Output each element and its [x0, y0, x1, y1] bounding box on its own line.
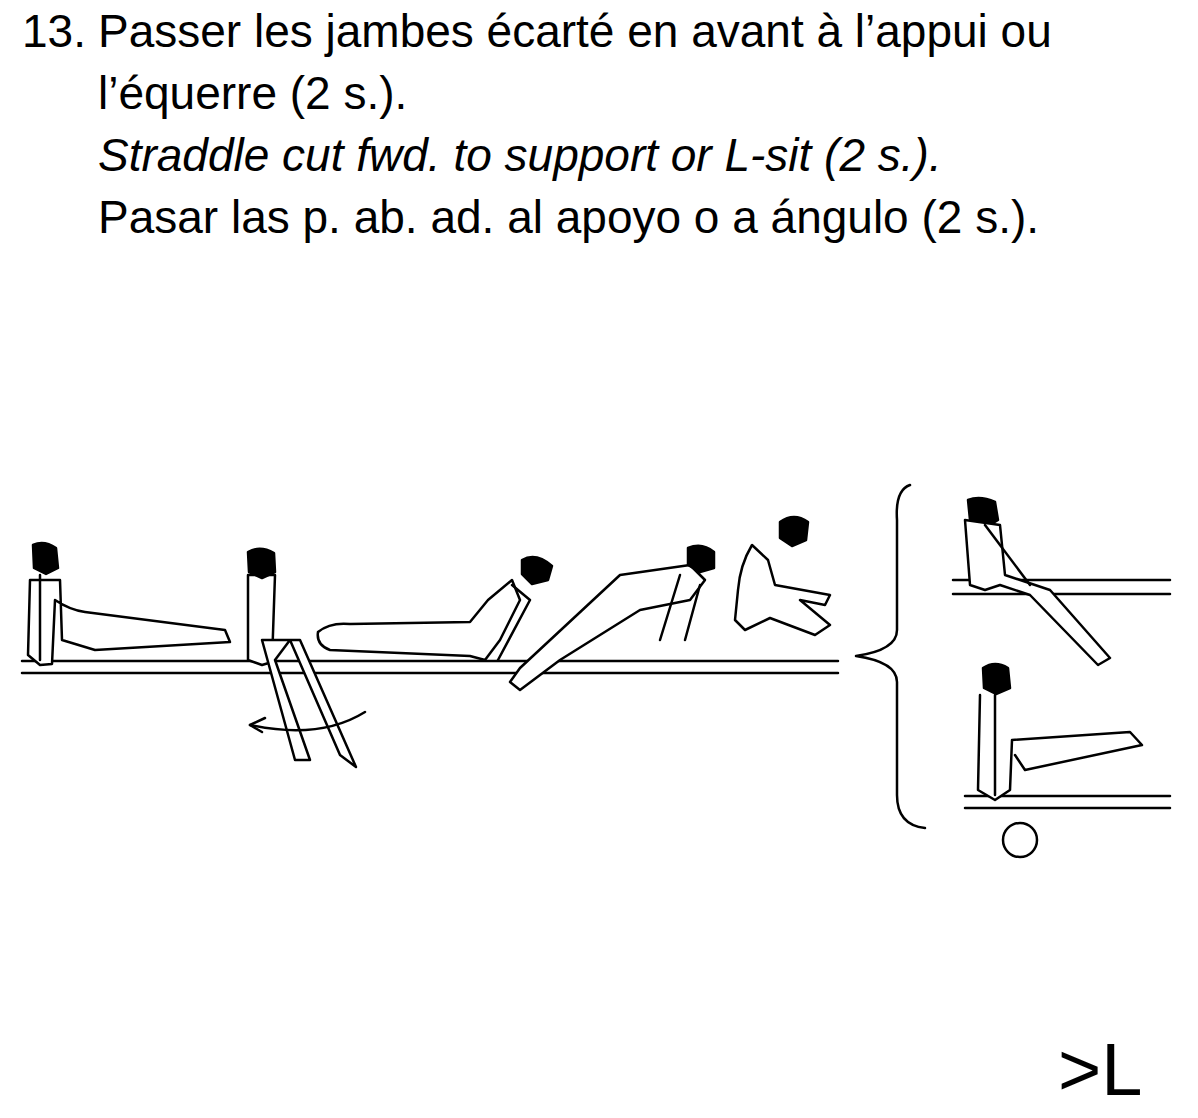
- gymnast-figure: [318, 557, 552, 660]
- gymnast-figure: [953, 498, 1170, 665]
- bar-line: [22, 672, 838, 675]
- gymnast-figure: [735, 517, 830, 635]
- spanish-caption: Pasar las p. ab. ad. al apoyo o a ángulo…: [98, 186, 1195, 248]
- gymnast-figure: [965, 664, 1170, 857]
- gymnast-figure: [28, 543, 230, 665]
- gymnast-figure: [248, 549, 365, 767]
- gymnast-figure: [510, 546, 714, 690]
- french-caption: Passer les jambes écarté en avant à l’ap…: [98, 0, 1195, 124]
- item-number: 13.: [22, 0, 102, 62]
- brace: [856, 485, 925, 828]
- english-caption: Straddle cut fwd. to support or L-sit (2…: [98, 124, 1195, 186]
- difficulty-mark: >L: [1058, 1030, 1193, 1110]
- bar-line: [22, 660, 838, 663]
